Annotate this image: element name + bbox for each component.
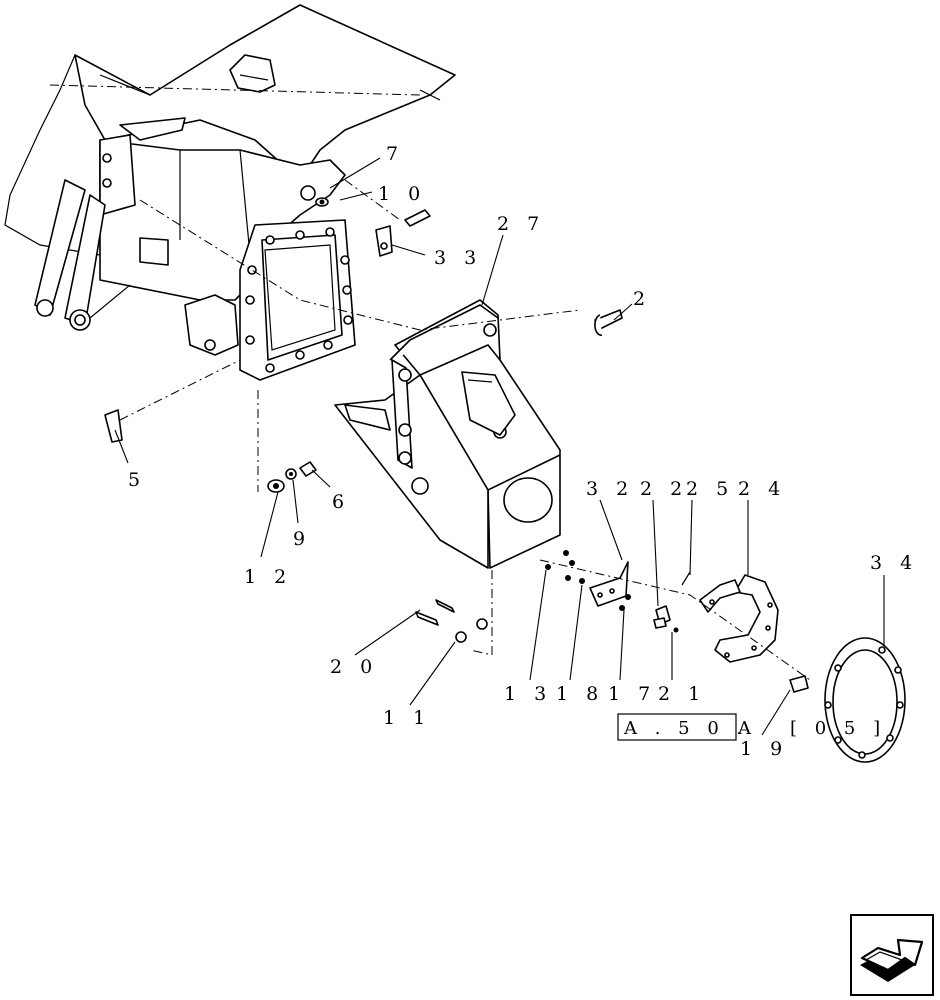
callout-2: 2 [633,288,651,310]
callout-19: 1 9 [740,738,788,760]
callout-5: 5 [128,469,146,491]
reference-code: A . 5 0 . [623,718,748,739]
callout-17: 1 7 [608,683,656,705]
callout-33: 3 3 [434,247,482,269]
callout-22: 2 2 [640,478,688,500]
centerlines [49,84,811,681]
callout-10: 1 0 [378,183,426,205]
lower-bolts [415,599,488,643]
callout-18: 1 8 [556,683,604,705]
callout-labels: 7 1 0 2 7 3 3 2 5 6 9 1 2 3 2 2 2 2 5 2 … [128,143,918,760]
reference-suffix: A [737,718,757,739]
next-page-arrow-icon[interactable] [850,914,934,996]
cross-reference[interactable]: A . 5 0 . A [ 0 5 ] [617,713,886,741]
leader-lines [114,157,885,736]
callout-6: 6 [332,491,350,513]
callout-13: 1 3 [504,683,552,705]
callout-25: 2 5 [686,478,734,500]
mounting-bracket [334,299,561,569]
callout-32: 3 2 [586,478,634,500]
split-ring [699,574,779,663]
callout-7: 7 [386,143,404,165]
small-parts [545,550,691,633]
callout-20: 2 0 [330,656,378,678]
callout-27: 2 7 [497,213,545,235]
callout-34: 3 4 [870,552,918,574]
callout-11: 1 1 [383,707,431,729]
reference-bracket: [ 0 5 ] [790,718,886,739]
callout-12: 1 2 [244,566,292,588]
frame-housing [4,4,456,381]
hardware-upper [104,185,623,493]
flange-ring [789,637,906,763]
reference-box [617,713,737,741]
callout-9: 9 [293,528,311,550]
callout-21: 2 1 [658,683,706,705]
callout-24: 2 4 [738,478,786,500]
